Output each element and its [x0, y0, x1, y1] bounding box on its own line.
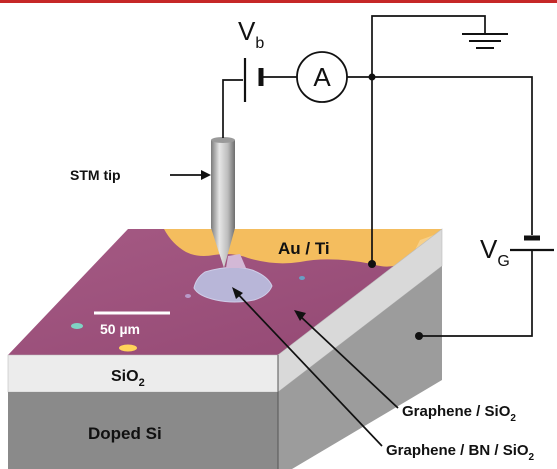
gate-source [510, 235, 554, 252]
ground-icon [462, 33, 508, 49]
wire-gate-to-substrate [419, 250, 533, 337]
stm-tip-apex [211, 228, 235, 268]
substrate-dot [415, 332, 423, 340]
pointer-graphene-sio2 [299, 315, 399, 409]
top-accent-rule [0, 0, 557, 3]
sample-block [7, 228, 443, 469]
arrowhead-stm-tip [201, 170, 211, 180]
arrowhead-graphene-sio2 [294, 310, 306, 321]
doped-si-label: Doped Si [88, 424, 162, 443]
surface-flake [119, 344, 137, 352]
ammeter-label: A [313, 62, 331, 92]
pointer-graphene-bn [235, 291, 383, 447]
surface-flake [299, 276, 305, 280]
surface-flake [71, 323, 83, 329]
ammeter-circle [296, 51, 348, 103]
flake-lead [226, 254, 246, 268]
stm-tip [211, 137, 235, 268]
au-ti-label: Au / Ti [278, 239, 330, 258]
surface-flake [185, 294, 191, 298]
wire-tip-to-battery [222, 79, 243, 138]
gate-voltage-label: VG [480, 234, 510, 270]
doped-si-front [8, 392, 278, 469]
stm-tip-top [211, 137, 235, 143]
doped-si-side [278, 266, 442, 469]
circuit-wiring [170, 15, 533, 447]
wire-ground [371, 15, 486, 77]
junction-dot [368, 73, 376, 81]
wire-to-gate-source [372, 76, 533, 235]
arrowhead-graphene-bn [232, 287, 243, 299]
stm-tip-shank [211, 140, 235, 228]
bias-battery [243, 58, 264, 102]
graphene-sio2-label: Graphene / SiO2 [402, 403, 516, 424]
bn-graphene-flake [193, 266, 273, 303]
graphene-bn-label: Graphene / BN / SiO2 [386, 442, 535, 463]
contact-dot [368, 260, 376, 268]
sio2-label: SiO2 [111, 368, 145, 389]
battery-label: Vb [238, 16, 264, 52]
stm-tip-label: STM tip [70, 167, 121, 183]
scale-bar-label: 50 µm [100, 321, 140, 337]
